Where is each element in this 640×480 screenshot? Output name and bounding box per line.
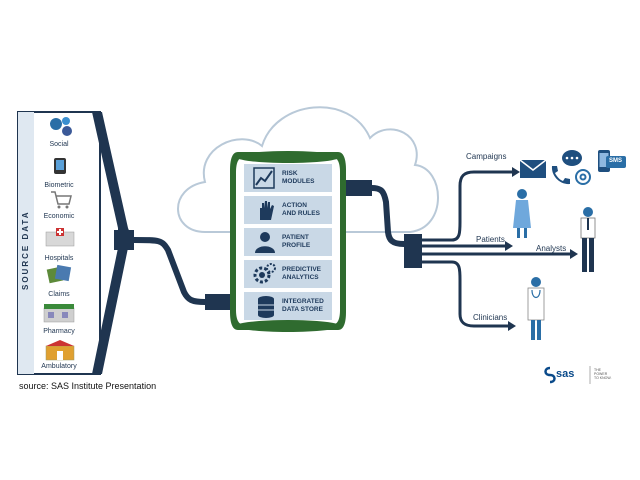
envelope-icon bbox=[519, 159, 547, 178]
module-label-risk: RISK MODULES bbox=[282, 170, 315, 185]
module-label-predictive: PREDICTIVE ANALYTICS bbox=[282, 266, 322, 281]
at-sign-icon bbox=[575, 169, 591, 185]
social-icons bbox=[50, 117, 72, 136]
connector-line-out bbox=[371, 185, 405, 247]
arrow-patients-head bbox=[505, 241, 513, 251]
center-column-bottom-cap bbox=[236, 320, 340, 332]
funnel-connector bbox=[114, 230, 134, 250]
sas-logo-mark bbox=[544, 366, 556, 384]
output-label-campaigns: Campaigns bbox=[466, 152, 507, 161]
arrow-clinicians bbox=[422, 260, 508, 328]
person-icon bbox=[255, 232, 275, 253]
source-label-biometric: Biometric bbox=[44, 182, 74, 189]
output-label-patients: Patients bbox=[476, 235, 505, 244]
module-tile-action bbox=[244, 196, 332, 224]
connector-block-out bbox=[338, 180, 372, 196]
source-title-bar bbox=[18, 112, 34, 374]
module-tile-predictive bbox=[244, 260, 332, 288]
center-column-top-cap bbox=[236, 151, 340, 163]
analyst-figure-icon bbox=[580, 207, 596, 272]
claims-documents-icon bbox=[46, 264, 72, 284]
output-label-clinicians: Clinicians bbox=[473, 313, 508, 322]
arrow-campaigns bbox=[422, 170, 512, 242]
sms-badge-label: SMS bbox=[609, 158, 623, 164]
output-label-analysts: Analysts bbox=[536, 244, 567, 253]
rising-chart-icon bbox=[253, 167, 275, 189]
source-label-ambulatory: Ambulatory bbox=[41, 363, 77, 370]
source-label-claims: Claims bbox=[48, 291, 70, 298]
source-caption: source: SAS Institute Presentation bbox=[19, 381, 157, 391]
source-label-social: Social bbox=[49, 141, 69, 148]
phone-icon bbox=[551, 166, 570, 185]
clinician-figure-icon bbox=[527, 277, 545, 340]
connector-line-in bbox=[133, 237, 206, 305]
module-label-action: ACTION AND RULES bbox=[282, 202, 320, 217]
gears-icon bbox=[253, 263, 276, 284]
source-label-economic: Economic bbox=[43, 213, 75, 220]
source-panel-title: SOURCE DATA bbox=[21, 210, 30, 290]
source-label-pharmacy: Pharmacy bbox=[43, 328, 75, 335]
sms-bubble-icon bbox=[606, 156, 626, 168]
wearable-device-icon bbox=[54, 158, 66, 174]
hand-icon bbox=[260, 201, 274, 220]
output-hub bbox=[404, 234, 422, 268]
module-label-datastore: INTEGRATED DATA STORE bbox=[282, 298, 324, 313]
arrow-campaigns-head bbox=[512, 167, 520, 177]
patient-figure-icon bbox=[513, 189, 531, 238]
module-label-patient: PATIENT PROFILE bbox=[282, 234, 311, 249]
chat-bubble-icon bbox=[562, 150, 582, 166]
database-icon bbox=[258, 296, 274, 318]
arrow-analysts-head bbox=[570, 249, 578, 259]
ambulatory-clinic-icon bbox=[45, 340, 75, 361]
shopping-cart-icon bbox=[51, 191, 72, 209]
pharmacy-building-icon bbox=[43, 304, 75, 323]
arrow-clinicians-head bbox=[508, 321, 516, 331]
source-label-hospitals: Hospitals bbox=[44, 255, 74, 262]
brand-name: sas bbox=[556, 368, 575, 380]
brand-tagline: THE POWER TO KNOW. bbox=[594, 368, 612, 380]
hospital-building-icon bbox=[45, 228, 75, 247]
